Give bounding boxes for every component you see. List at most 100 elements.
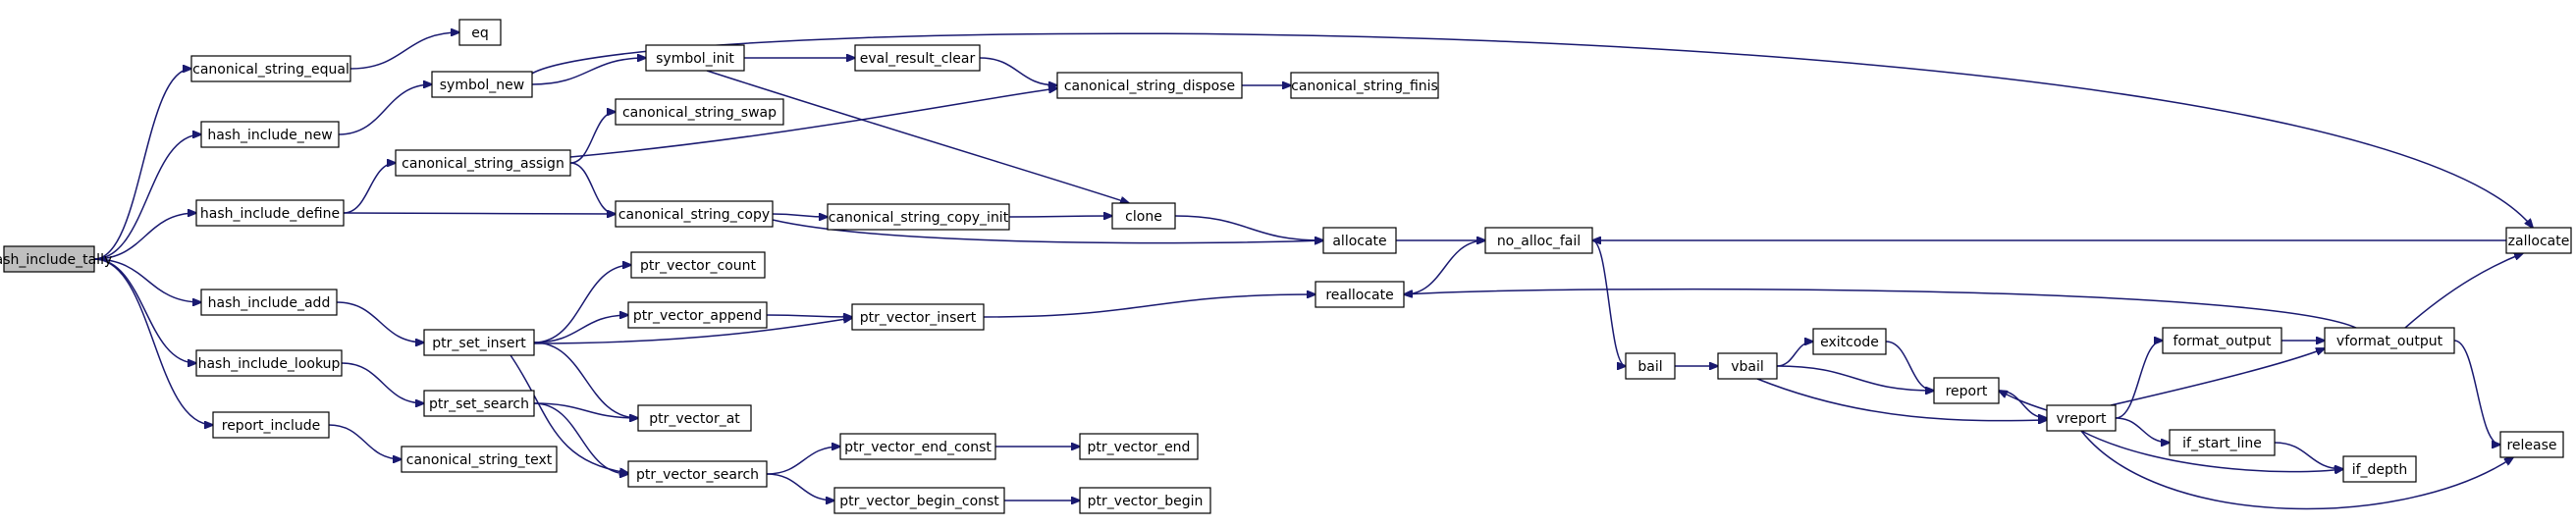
node-report[interactable]: report <box>1933 377 2000 404</box>
node-box <box>627 460 768 488</box>
node-label: allocate <box>1332 234 1386 249</box>
node-exitcode[interactable]: exitcode <box>1812 328 1887 355</box>
node-box <box>1111 202 1176 230</box>
node-no_alloc_fail[interactable]: no_alloc_fail <box>1484 227 1593 254</box>
edge-symbol_new-to-symbol_init <box>531 58 646 85</box>
node-if_depth[interactable]: if_depth <box>2342 455 2417 483</box>
node-box <box>200 289 338 316</box>
node-ptr_set_search[interactable]: ptr_set_search <box>423 390 535 417</box>
node-symbol_init[interactable]: symbol_init <box>645 44 745 72</box>
node-canonical_string_text[interactable]: canonical_string_text <box>401 446 558 473</box>
node-box <box>2324 327 2455 354</box>
node-canonical_string_finis[interactable]: canonical_string_finis <box>1290 72 1439 99</box>
node-ptr_vector_count[interactable]: ptr_vector_count <box>630 251 766 279</box>
node-label: vreport <box>2056 411 2107 427</box>
node-ptr_set_insert[interactable]: ptr_set_insert <box>423 329 535 356</box>
node-hash_include_new[interactable]: hash_include_new <box>200 121 340 148</box>
node-vreport[interactable]: vreport <box>2046 404 2117 432</box>
edge-vreport-to-if_start_line <box>2115 417 2170 443</box>
node-box <box>637 404 752 432</box>
edge-hash_include_tally-to-hash_include_new <box>93 134 201 260</box>
node-label: report <box>1946 384 1988 399</box>
edge-hash_include_define-to-canonical_string_assign <box>343 163 396 214</box>
node-label: symbol_new <box>440 78 525 93</box>
edge-ptr_vector_insert-to-reallocate <box>983 294 1315 318</box>
node-box <box>615 200 774 228</box>
edge-symbol_init-to-clone <box>706 70 1129 203</box>
node-bail[interactable]: bail <box>1625 352 1676 380</box>
node-ptr_vector_append[interactable]: ptr_vector_append <box>627 301 768 329</box>
edge-hash_include_lookup-to-ptr_set_search <box>341 362 424 403</box>
node-format_output[interactable]: format_output <box>2162 327 2282 354</box>
node-canonical_string_swap[interactable]: canonical_string_swap <box>615 98 784 126</box>
edge-canonical_string_copy-to-canonical_string_copy_init <box>772 214 828 217</box>
nodes-layer: hash_include_tally canonical_string_equal… <box>0 19 2572 514</box>
node-hash_include_lookup[interactable]: hash_include_lookup <box>195 349 343 377</box>
node-vformat_output[interactable]: vformat_output <box>2324 327 2455 354</box>
node-allocate[interactable]: allocate <box>1322 227 1397 254</box>
node-box <box>1079 487 1211 514</box>
node-box <box>2342 455 2417 483</box>
node-ptr_vector_search[interactable]: ptr_vector_search <box>627 460 768 488</box>
node-canonical_string_dispose[interactable]: canonical_string_dispose <box>1056 72 1243 99</box>
node-report_include[interactable]: report_include <box>212 411 330 439</box>
node-reallocate[interactable]: reallocate <box>1315 281 1405 308</box>
node-box <box>851 303 985 331</box>
edge-vbail-to-vreport <box>1756 378 2047 421</box>
node-ptr_vector_at[interactable]: ptr_vector_at <box>637 404 752 432</box>
node-hash_include_tally[interactable]: hash_include_tally <box>0 245 112 273</box>
node-label: ptr_vector_search <box>636 467 759 483</box>
node-label: vformat_output <box>2336 334 2443 349</box>
node-box <box>2046 404 2117 432</box>
node-label: report_include <box>222 418 320 434</box>
node-box <box>200 121 340 148</box>
node-hash_include_add[interactable]: hash_include_add <box>200 289 338 316</box>
node-ptr_vector_begin[interactable]: ptr_vector_begin <box>1079 487 1211 514</box>
node-clone[interactable]: clone <box>1111 202 1176 230</box>
node-label: ptr_vector_begin <box>1088 494 1204 509</box>
node-box <box>2499 431 2564 458</box>
edge-ptr_vector_search-to-ptr_vector_end_const <box>766 447 840 475</box>
edge-canonical_string_assign-to-canonical_string_dispose <box>569 88 1057 158</box>
node-label: ptr_vector_count <box>640 258 757 274</box>
edge-canonical_string_copy_init-to-clone <box>1008 216 1112 217</box>
edge-ptr_set_insert-to-ptr_vector_search <box>510 354 628 473</box>
node-canonical_string_copy[interactable]: canonical_string_copy <box>615 200 774 228</box>
node-eq[interactable]: eq <box>458 19 502 46</box>
node-label: exitcode <box>1820 335 1879 350</box>
node-box <box>833 487 1005 514</box>
node-ptr_vector_end_const[interactable]: ptr_vector_end_const <box>839 433 996 460</box>
node-label: hash_include_tally <box>0 252 112 268</box>
node-if_start_line[interactable]: if_start_line <box>2169 429 2276 456</box>
edge-hash_include_new-to-symbol_new <box>338 84 432 135</box>
node-canonical_string_copy_init[interactable]: canonical_string_copy_init <box>827 203 1010 231</box>
node-box <box>401 446 558 473</box>
node-box <box>423 390 535 417</box>
node-hash_include_define[interactable]: hash_include_define <box>195 199 345 227</box>
node-ptr_vector_end[interactable]: ptr_vector_end <box>1079 433 1199 460</box>
edge-hash_include_tally-to-report_include <box>93 258 213 425</box>
node-label: hash_include_add <box>208 295 331 311</box>
node-release[interactable]: release <box>2499 431 2564 458</box>
edge-vreport-to-report <box>1999 391 2048 411</box>
edge-ptr_vector_search-to-ptr_vector_begin_const <box>766 473 834 501</box>
node-box <box>195 349 343 377</box>
edge-symbol_new-to-zallocate <box>529 32 2533 228</box>
node-label: canonical_string_finis <box>1291 79 1438 94</box>
node-box <box>395 149 571 177</box>
node-box <box>1290 72 1439 99</box>
node-symbol_new[interactable]: symbol_new <box>431 71 533 98</box>
node-label: eval_result_clear <box>860 51 976 67</box>
node-ptr_vector_insert[interactable]: ptr_vector_insert <box>851 303 985 331</box>
node-box <box>212 411 330 439</box>
edge-vbail-to-exitcode <box>1776 342 1813 367</box>
node-box <box>854 44 981 72</box>
node-zallocate[interactable]: zallocate <box>2505 227 2572 254</box>
node-eval_result_clear[interactable]: eval_result_clear <box>854 44 981 72</box>
node-ptr_vector_begin_const[interactable]: ptr_vector_begin_const <box>833 487 1005 514</box>
node-canonical_string_equal[interactable]: canonical_string_equal <box>190 55 351 82</box>
edge-hash_include_tally-to-hash_include_lookup <box>93 258 196 363</box>
node-vbail[interactable]: vbail <box>1717 352 1778 380</box>
node-canonical_string_assign[interactable]: canonical_string_assign <box>395 149 571 177</box>
